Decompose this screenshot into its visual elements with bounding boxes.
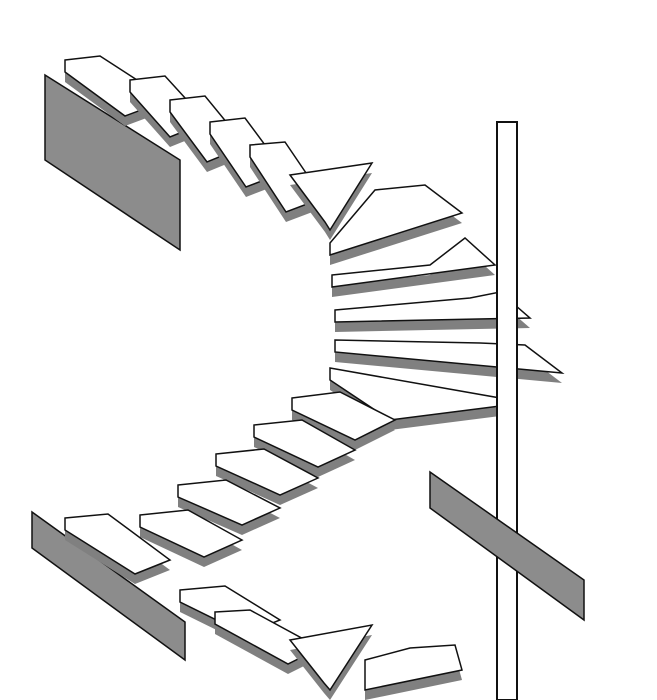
steel-column xyxy=(496,121,518,700)
winder-tread xyxy=(331,237,497,288)
winder-tread xyxy=(329,184,464,257)
stair-tread xyxy=(288,623,374,692)
lower-stringer-beam xyxy=(31,510,186,662)
lower-flight-treads xyxy=(64,391,463,700)
upper-flight-treads xyxy=(64,55,374,240)
stair-tread xyxy=(177,479,282,526)
stair-tread xyxy=(364,644,463,691)
stair-tread xyxy=(291,391,397,441)
right-cross-beam xyxy=(429,470,585,622)
stair-tread xyxy=(288,162,374,232)
stair-tread xyxy=(64,513,172,575)
stair-tread xyxy=(253,419,357,468)
winder-tread xyxy=(329,367,510,421)
stair-tread xyxy=(215,448,320,496)
winder-treads xyxy=(329,184,565,430)
stair-tread xyxy=(139,509,244,558)
steel-beams xyxy=(31,73,186,662)
upper-stringer-beam xyxy=(44,73,181,252)
